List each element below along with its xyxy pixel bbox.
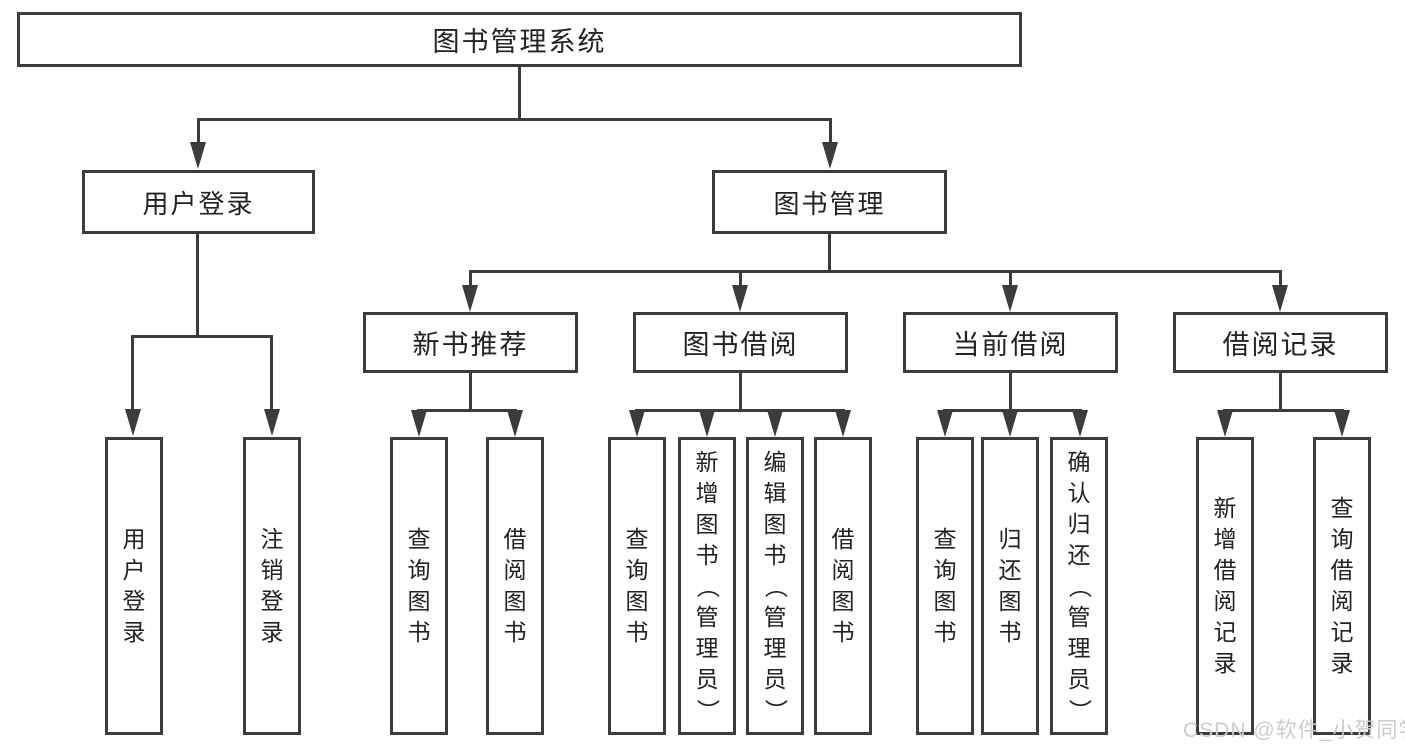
connector-line	[131, 335, 273, 338]
node-book-management-system: 图书管理系统	[17, 12, 1022, 67]
leaf-edit-books-admin: 编辑图书（管理员）	[746, 437, 804, 735]
arrow-down-icon	[1272, 285, 1288, 312]
leaf-query-books-current: 查询图书	[916, 437, 974, 735]
connector-line	[196, 234, 199, 335]
leaf-return-books: 归还图书	[981, 437, 1039, 735]
leaf-label: 归还图书	[998, 526, 1022, 645]
connector-line	[1009, 373, 1012, 409]
leaf-confirm-return-admin: 确认归还（管理员）	[1050, 437, 1108, 735]
arrow-down-icon	[732, 285, 748, 312]
leaf-label: 借阅图书	[831, 526, 855, 645]
leaf-query-borrow-record: 查询借阅记录	[1313, 437, 1371, 735]
connector-line	[197, 118, 200, 146]
arrow-down-icon	[264, 409, 280, 436]
arrow-down-icon	[699, 410, 715, 437]
arrow-down-icon	[190, 142, 206, 169]
arrow-down-icon	[507, 410, 523, 437]
node-borrow-records: 借阅记录	[1173, 312, 1388, 373]
node-new-book-recommend: 新书推荐	[363, 312, 578, 373]
node-label: 图书管理系统	[432, 27, 607, 57]
connector-line	[1279, 373, 1282, 409]
arrow-down-icon	[462, 285, 478, 312]
leaf-label: 用户登录	[122, 526, 146, 645]
connector-line	[829, 118, 832, 146]
arrow-down-icon	[1072, 410, 1088, 437]
leaf-logout: 注销登录	[243, 437, 301, 735]
connector-line	[739, 373, 742, 409]
leaf-add-borrow-record: 新增借阅记录	[1196, 437, 1254, 735]
leaf-label: 借阅图书	[503, 526, 527, 645]
leaf-add-books-admin: 新增图书（管理员）	[678, 437, 736, 735]
leaf-label: 确认归还（管理员）	[1066, 448, 1093, 722]
node-label: 图书借阅	[682, 330, 799, 360]
arrow-down-icon	[629, 410, 645, 437]
connector-line	[469, 373, 472, 409]
connector-line	[131, 335, 134, 412]
node-book-borrow: 图书借阅	[633, 312, 848, 373]
arrow-down-icon	[937, 410, 953, 437]
arrow-down-icon	[125, 409, 141, 436]
leaf-label: 新增借阅记录	[1213, 495, 1237, 676]
leaf-label: 查询图书	[407, 526, 431, 645]
node-label: 借阅记录	[1222, 330, 1339, 360]
connector-line	[739, 270, 742, 287]
arrow-down-icon	[822, 142, 838, 169]
connector-line	[197, 118, 832, 121]
leaf-label: 查询图书	[625, 526, 649, 645]
leaf-borrow-books: 借阅图书	[814, 437, 872, 735]
arrow-down-icon	[1217, 410, 1233, 437]
connector-line	[1279, 270, 1282, 287]
leaf-label: 新增图书（管理员）	[694, 448, 721, 722]
node-current-borrow: 当前借阅	[903, 312, 1118, 373]
node-label: 图书管理	[773, 188, 886, 219]
leaf-user-login: 用户登录	[105, 437, 163, 735]
leaf-label: 查询图书	[933, 526, 957, 645]
connector-line	[1009, 270, 1012, 287]
leaf-borrow-books-recommend: 借阅图书	[486, 437, 544, 735]
connector-line	[828, 234, 831, 270]
leaf-label: 注销登录	[260, 526, 284, 645]
leaf-query-books-recommend: 查询图书	[390, 437, 448, 735]
leaf-query-books-borrow: 查询图书	[608, 437, 666, 735]
arrow-down-icon	[767, 410, 783, 437]
node-book-management: 图书管理	[712, 170, 947, 234]
node-label: 用户登录	[142, 188, 255, 219]
connector-line	[469, 270, 1282, 273]
arrow-down-icon	[1334, 410, 1350, 437]
arrow-down-icon	[1002, 285, 1018, 312]
leaf-label: 编辑图书（管理员）	[762, 448, 789, 722]
connector-line	[518, 67, 521, 118]
connector-line	[635, 409, 845, 412]
node-label: 当前借阅	[952, 330, 1069, 360]
arrow-down-icon	[411, 410, 427, 437]
leaf-label: 查询借阅记录	[1330, 495, 1354, 676]
connector-line	[417, 409, 517, 412]
node-user-login: 用户登录	[82, 170, 315, 234]
connector-line	[270, 335, 273, 412]
arrow-down-icon	[1002, 410, 1018, 437]
node-label: 新书推荐	[412, 330, 529, 360]
csdn-watermark: CSDN @软件_小贺同学	[1183, 719, 1405, 742]
connector-line	[1223, 409, 1344, 412]
arrow-down-icon	[835, 410, 851, 437]
connector-line	[469, 270, 472, 287]
